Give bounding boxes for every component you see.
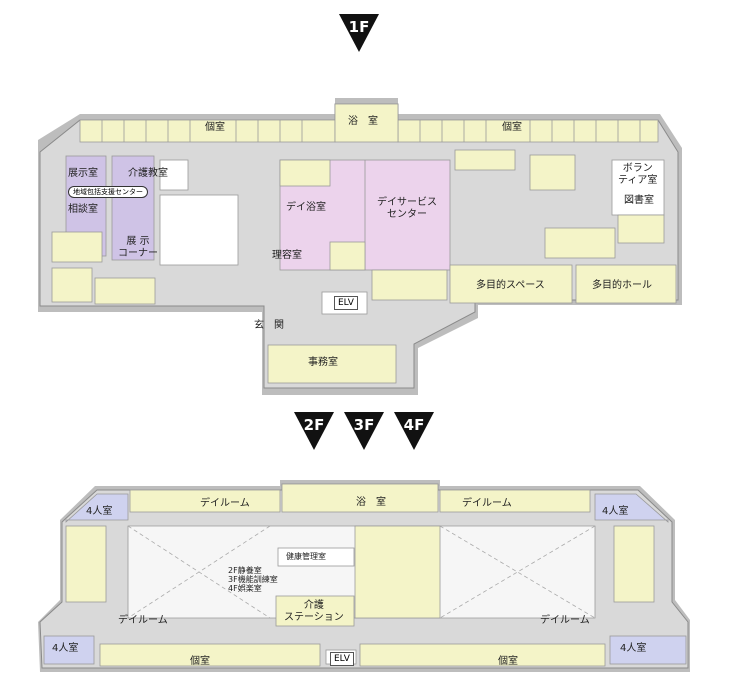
floor-2-badge: 2F — [294, 412, 334, 452]
floor-3-badge: 3F — [344, 412, 384, 452]
label-day-bath: デイ浴室 — [286, 202, 326, 213]
label-bath: 浴 室 — [356, 497, 386, 508]
down-triangle-badge-icon — [294, 412, 334, 450]
label-consultation-room: 相談室 — [68, 204, 98, 215]
label-day-room: デイルーム — [462, 498, 512, 509]
label-exhibition-room: 展示室 — [68, 168, 98, 179]
label-private-room: 個室 — [502, 122, 522, 133]
down-triangle-badge-icon — [394, 412, 434, 450]
label-care-station: 介護 ステーション — [284, 600, 344, 623]
label-day-room: デイルーム — [540, 615, 590, 626]
floor-1-plan — [38, 98, 682, 395]
down-triangle-badge-icon — [339, 14, 379, 52]
label-floor-uses: 2F静養室 3F機能訓練室 4F娯楽室 — [228, 566, 278, 594]
label-private-room: 個室 — [205, 122, 225, 133]
down-triangle-badge-icon — [344, 412, 384, 450]
label-day-service-center: デイサービス センター — [377, 197, 437, 220]
label-library: 図書室 — [624, 195, 654, 206]
label-day-room: デイルーム — [118, 615, 168, 626]
label-elv: ELV — [330, 652, 354, 666]
label-multipurpose-space: 多目的スペース — [476, 280, 545, 291]
label-four-bed-room: 4人室 — [602, 506, 629, 517]
label-volunteer-room: ボラン ティア室 — [618, 163, 658, 186]
label-barber: 理容室 — [272, 250, 302, 261]
label-private-room: 個室 — [498, 656, 518, 667]
label-bath: 浴 室 — [348, 116, 378, 127]
upper-floors-plan — [38, 480, 690, 672]
label-health-management: 健康管理室 — [286, 552, 326, 561]
label-four-bed-room: 4人室 — [86, 506, 113, 517]
label-office: 事務室 — [308, 357, 338, 368]
label-day-room: デイルーム — [200, 498, 250, 509]
label-regional-center: 地域包括支援センター — [68, 186, 148, 198]
label-four-bed-room: 4人室 — [52, 643, 79, 654]
label-private-room: 個室 — [190, 656, 210, 667]
label-care-classroom: 介護教室 — [128, 168, 168, 179]
label-four-bed-room: 4人室 — [620, 643, 647, 654]
label-exhibition-corner: 展 示 コーナー — [118, 236, 158, 259]
label-entrance: 玄 関 — [254, 320, 284, 331]
floor-1-badge: 1F — [339, 14, 379, 54]
label-elv: ELV — [334, 296, 358, 310]
label-multipurpose-hall: 多目的ホール — [592, 280, 652, 291]
floor-4-badge: 4F — [394, 412, 434, 452]
